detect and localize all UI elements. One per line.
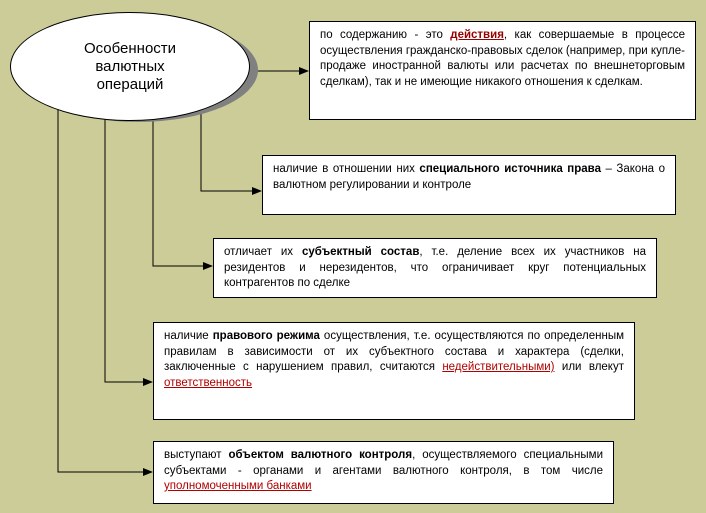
- text: , как совершаемые в процессе осуществлен…: [320, 29, 685, 88]
- text: по содержанию - это: [320, 29, 451, 41]
- link-liability[interactable]: ответственность: [164, 376, 253, 389]
- feature-box-2: наличие в отношении них специального ист…: [262, 155, 676, 215]
- bold-term: специального источника права: [419, 163, 601, 175]
- text: , осуществляемого специальными субъектам…: [164, 449, 603, 477]
- text: отличает их: [224, 246, 302, 258]
- arrow-to-box-4: [104, 118, 153, 386]
- arrow-to-box-5: [57, 108, 153, 476]
- central-title: Особенности валютных операций: [83, 39, 177, 93]
- text: наличие в отношении них: [273, 163, 420, 175]
- bold-term: субъектный состав: [301, 246, 420, 258]
- link-invalid[interactable]: недействительными): [442, 361, 555, 373]
- link-actions[interactable]: действия: [450, 29, 504, 41]
- feature-box-3: отличает их субъектный состав, т.е. деле…: [213, 238, 657, 298]
- arrow-to-box-3: [152, 118, 213, 270]
- feature-box-4: наличие правового режима осуществления, …: [153, 322, 635, 420]
- bold-term: правового режима: [212, 330, 320, 342]
- text: или влекут: [554, 361, 624, 373]
- central-ellipse: Особенности валютных операций: [10, 12, 250, 121]
- link-authorized-banks[interactable]: уполномоченными банками: [164, 480, 312, 492]
- text: выступают: [164, 449, 229, 461]
- feature-box-1: по содержанию - это действия, как соверш…: [309, 21, 696, 120]
- text: осуществления, т.е. осуществляются по оп…: [164, 330, 624, 373]
- arrow-to-box-2: [200, 110, 262, 195]
- text: , т.е. деление всех их участников на рез…: [224, 246, 646, 289]
- bold-term: объектом валютного контроля: [228, 449, 413, 461]
- text: – Закона о валютном регулировании и конт…: [273, 163, 665, 191]
- feature-box-5: выступают объектом валютного контроля, о…: [153, 441, 614, 504]
- text: наличие: [164, 330, 213, 342]
